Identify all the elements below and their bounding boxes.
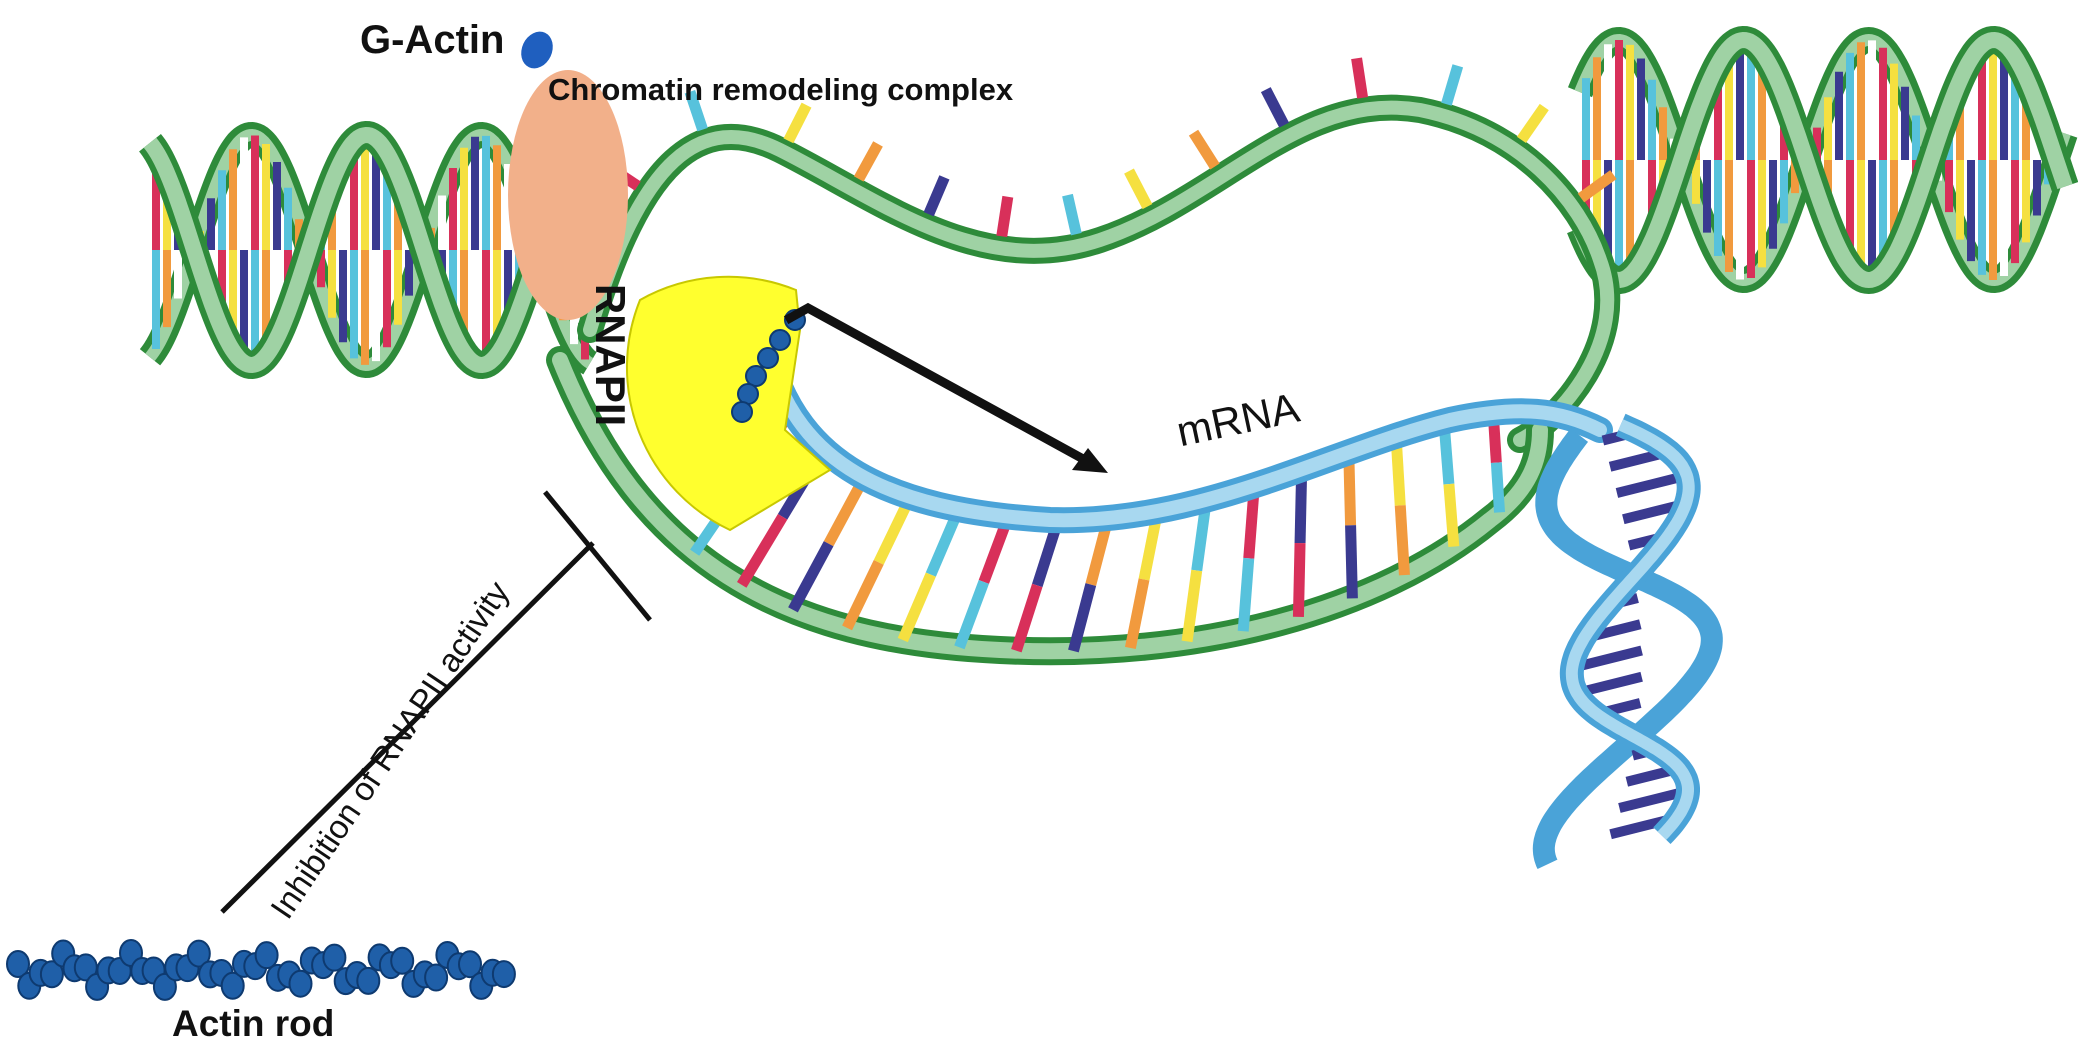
- base-pair-half: [1490, 462, 1505, 513]
- right-dna-helix: [1567, 25, 2078, 295]
- base: [996, 195, 1014, 238]
- rnapii-bead: [737, 383, 759, 405]
- rnapii-bead: [769, 329, 791, 351]
- base: [1516, 103, 1549, 143]
- inhibition-line: [220, 541, 595, 914]
- base: [1441, 64, 1464, 106]
- base: [923, 175, 950, 217]
- base-pair-half: [1292, 542, 1306, 618]
- base-pair-half: [1345, 525, 1358, 599]
- actin-subunit: [6, 950, 30, 978]
- actin-subunit: [491, 960, 516, 989]
- base-pair-half: [1124, 578, 1150, 650]
- helix-front-strand-highlight: [1572, 31, 2073, 289]
- actin-rod-label: Actin rod: [172, 1003, 335, 1044]
- base-pair-half: [842, 560, 884, 631]
- rnapii-label: RNAPII: [587, 283, 634, 427]
- base: [1188, 129, 1220, 170]
- actin-subunit: [186, 939, 211, 968]
- rnapii-bead: [731, 401, 753, 423]
- base-pair-half: [1443, 483, 1460, 547]
- chromatin-remodeling-complex-label: Chromatin remodeling complex: [548, 72, 1014, 107]
- mrna-tail: [1532, 413, 1723, 870]
- g-actin-monomer: [521, 31, 553, 69]
- base: [1351, 57, 1369, 99]
- base-pair-half: [954, 579, 989, 650]
- mrna-tail-back: [1532, 428, 1723, 870]
- g-actin-label: G-Actin: [360, 18, 505, 62]
- base: [1577, 170, 1617, 203]
- actin-subunit: [390, 946, 415, 975]
- chromatin-remodeling-complex: [508, 70, 628, 320]
- actin-subunit: [288, 969, 313, 998]
- actin-rod: [6, 939, 516, 1001]
- actin-subunit: [322, 943, 347, 972]
- actin-subunit: [152, 972, 177, 1001]
- actin-subunit: [356, 966, 381, 995]
- base: [783, 102, 812, 144]
- base-pair-half: [1394, 505, 1410, 576]
- rnapii-bead: [745, 365, 767, 387]
- base-pair-half: [1237, 557, 1255, 632]
- helix-back-strand-highlight: [1574, 33, 2071, 287]
- base-pair-half: [1068, 583, 1097, 653]
- base: [853, 141, 883, 182]
- base-pair-half: [788, 541, 834, 613]
- actin-subunit: [254, 941, 279, 970]
- base: [1124, 168, 1153, 210]
- base-pair-half: [1011, 583, 1043, 653]
- arrow-head: [1072, 448, 1108, 473]
- top-strand-bases: [601, 57, 1617, 238]
- inhibition-bar: [543, 490, 652, 622]
- actin-subunit: [424, 963, 449, 992]
- mrna-tail-front-highlight: [1565, 419, 1695, 840]
- base-pairs: [690, 407, 1505, 653]
- actin-subunit: [458, 950, 482, 979]
- base-pair-half: [897, 572, 936, 643]
- base-pair-half: [1181, 569, 1203, 643]
- base-pair-half: [737, 514, 788, 588]
- base: [684, 90, 708, 132]
- actin-subunit: [220, 971, 245, 1000]
- actin-subunit: [39, 960, 64, 989]
- base: [1062, 193, 1082, 236]
- base: [1260, 87, 1290, 128]
- helix-front-strand-highlight: [143, 126, 595, 374]
- rnapii-bead: [757, 347, 779, 369]
- transcription-direction-arrow: [783, 302, 1092, 467]
